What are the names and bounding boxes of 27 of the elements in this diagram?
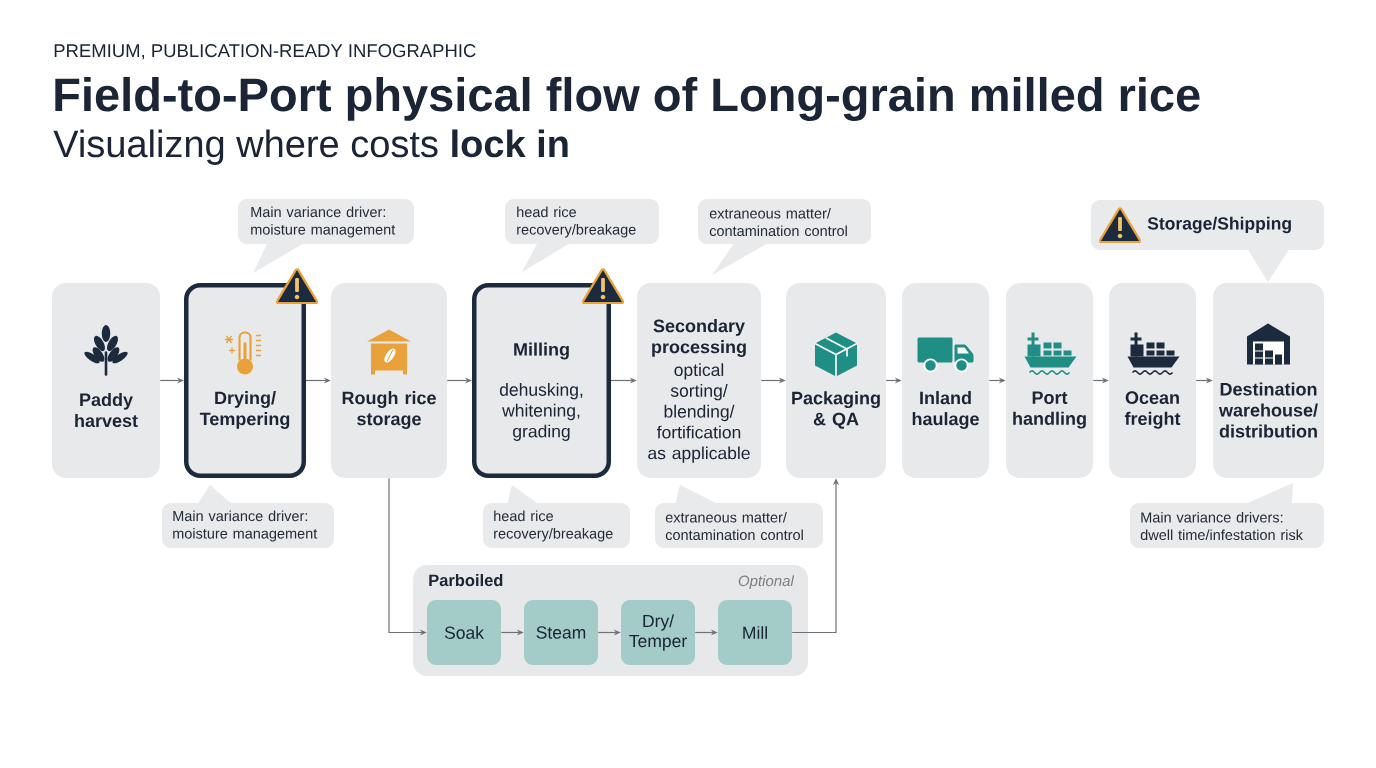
process-box: Milling dehusking, whitening, grading (472, 283, 611, 478)
process-box: Paddy harvest (52, 283, 160, 478)
process-box: Drying/ Tempering (184, 283, 306, 478)
speech-bubble: extraneous matter/ contamination control (655, 485, 823, 548)
process-box: Secondary processing optical sorting/ blending/ fortification as applicable (637, 283, 761, 478)
process-box: Packaging & QA (786, 283, 886, 478)
group-note: Optional (738, 575, 795, 590)
process-box: Ocean freight (1109, 283, 1196, 478)
speech-bubble: Main variance drivers: dwell time/infestation risk (1130, 483, 1324, 548)
process-box: Soak (427, 600, 501, 665)
process-box: Steam (524, 600, 598, 665)
process-box: Inland haulage (902, 283, 989, 478)
speech-bubble: head rice recovery/breakage (505, 199, 659, 272)
speech-bubble: head rice recovery/breakage (483, 485, 630, 548)
overline-text: PREMIUM, PUBLICATION-READY INFOGRAPHIC (54, 44, 476, 60)
speech-bubble: Storage/Shipping (1091, 200, 1324, 282)
process-box: Destination warehouse/ distribution (1213, 283, 1324, 478)
process-box: Dry/ Temper (621, 600, 695, 665)
process-box: Mill (718, 600, 792, 665)
subtitle: Visualizng where costs lock in (53, 129, 568, 165)
title: Field-to-Port physical flow of Long-grain milled rice (55, 76, 1200, 121)
group-title: Parboiled (429, 574, 503, 587)
process-box: Rough rice storage (331, 283, 447, 478)
speech-bubble: Main variance driver: moisture management (162, 485, 334, 548)
speech-bubble: extraneous matter/ contamination control (698, 199, 871, 275)
speech-bubble: Main variance driver: moisture management (238, 199, 414, 273)
process-box: Port handling (1006, 283, 1093, 478)
